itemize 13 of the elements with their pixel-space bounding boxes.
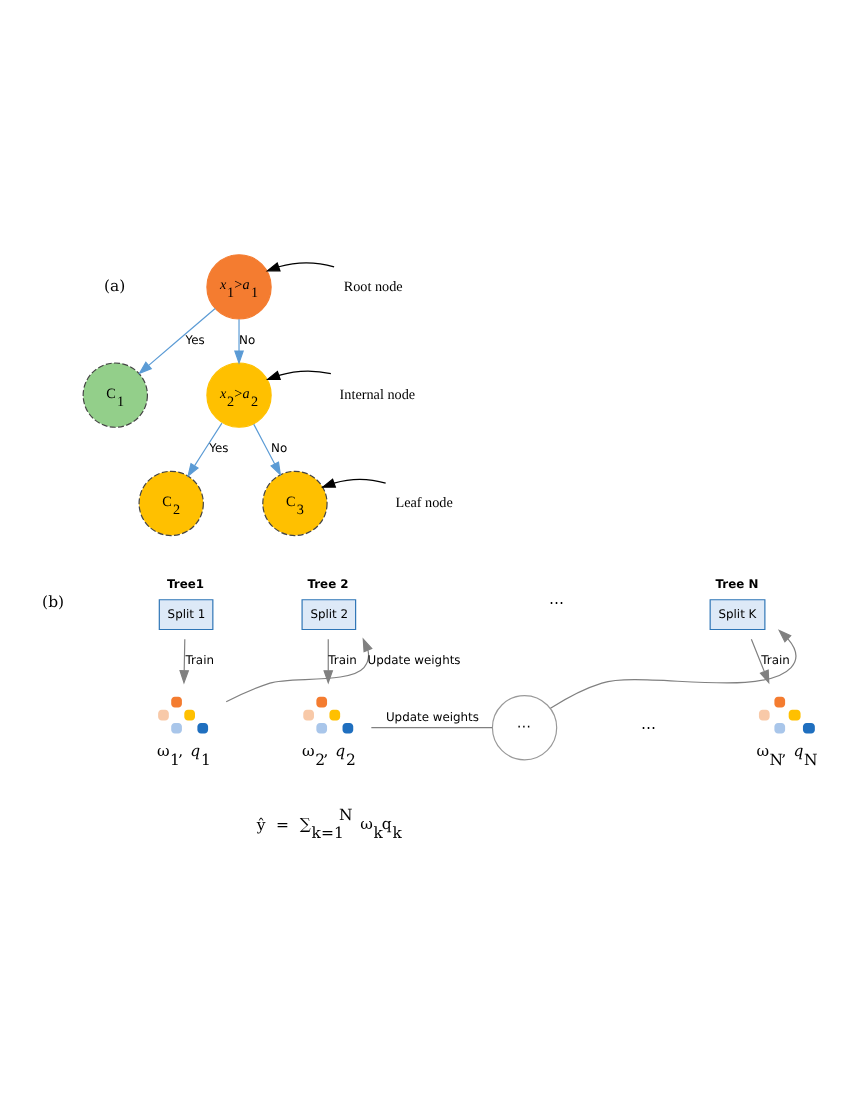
- connector: [370, 726, 493, 728]
- arrow: [321, 477, 387, 487]
- arrow: [187, 421, 223, 477]
- arrow: [323, 637, 334, 684]
- arrow: [179, 637, 190, 684]
- arrow: [138, 306, 216, 374]
- arrow: [225, 636, 373, 702]
- arrow: [265, 369, 332, 379]
- arrow: [234, 317, 245, 364]
- arrow: [265, 260, 335, 271]
- arrow: [253, 422, 282, 476]
- arrow: [750, 637, 770, 684]
- arrow: [549, 628, 797, 708]
